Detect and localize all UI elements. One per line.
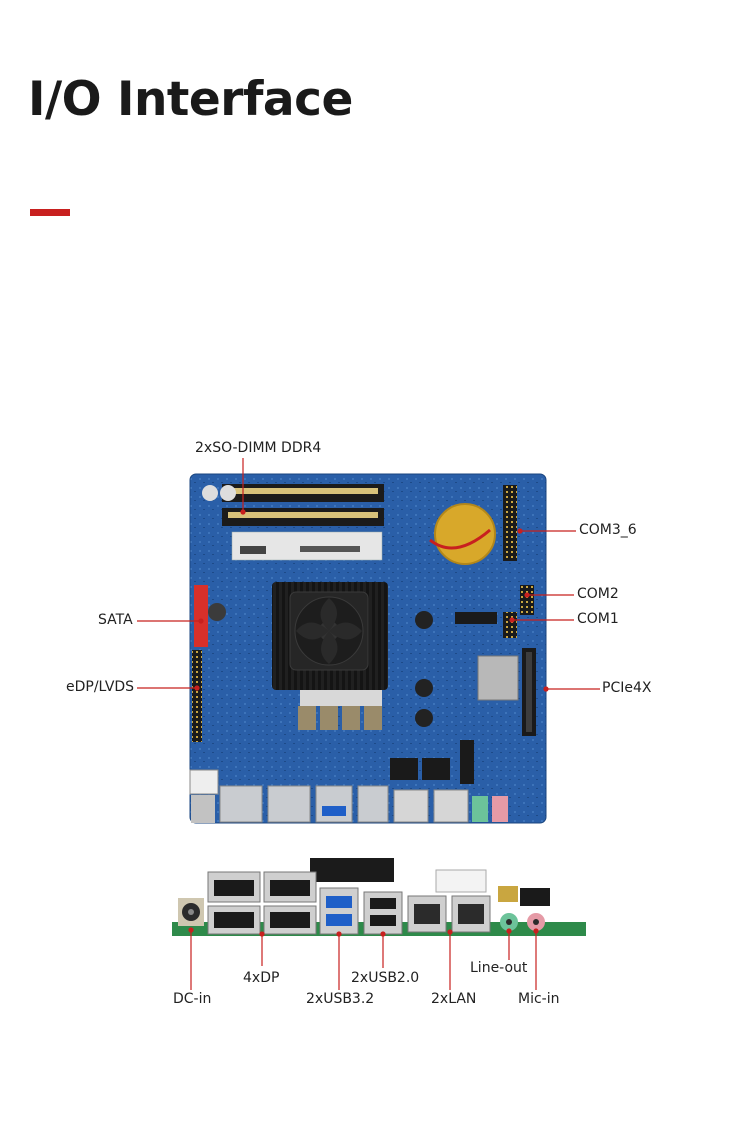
page-title: I/O Interface <box>28 72 353 127</box>
label-pcie: PCIe4X <box>602 680 652 696</box>
label-usb20: 2xUSB2.0 <box>351 970 420 986</box>
rear-io-top <box>191 785 508 823</box>
label-2xlan: 2xLAN <box>431 991 477 1007</box>
label-micin: Mic-in <box>518 991 560 1007</box>
atx-power-connector <box>189 769 219 795</box>
label-dcin: DC-in <box>173 991 212 1007</box>
label-com3-6: COM3_6 <box>579 522 637 538</box>
rear-heatsink-top <box>310 858 394 882</box>
label-sata: SATA <box>98 612 133 628</box>
sata-edp-connectors <box>192 585 208 742</box>
label-com1: COM1 <box>577 611 619 627</box>
m2-slots <box>390 612 497 784</box>
label-com2: COM2 <box>577 586 619 602</box>
sodimm-slots <box>222 484 384 561</box>
audio-jacks <box>500 913 545 931</box>
label-sodimm: 2xSO-DIMM DDR4 <box>195 440 322 456</box>
label-lineout: Line-out <box>470 960 528 976</box>
cmos-battery <box>429 503 496 565</box>
title-accent-bar <box>30 209 70 216</box>
cpu-heatsink-fan <box>272 582 388 706</box>
pcie-slot <box>522 648 536 736</box>
usb32-ports <box>319 887 359 935</box>
label-edp-lvds: eDP/LVDS <box>66 679 135 695</box>
dp-ports <box>207 871 317 935</box>
dc-in-jack <box>178 898 204 926</box>
rear-components <box>435 869 550 906</box>
label-usb32: 2xUSB3.2 <box>306 991 375 1007</box>
lan-ports <box>407 895 491 933</box>
sim-holder <box>477 655 519 701</box>
label-4xdp: 4xDP <box>243 970 280 986</box>
power-components <box>202 485 433 730</box>
usb20-ports <box>363 891 403 935</box>
